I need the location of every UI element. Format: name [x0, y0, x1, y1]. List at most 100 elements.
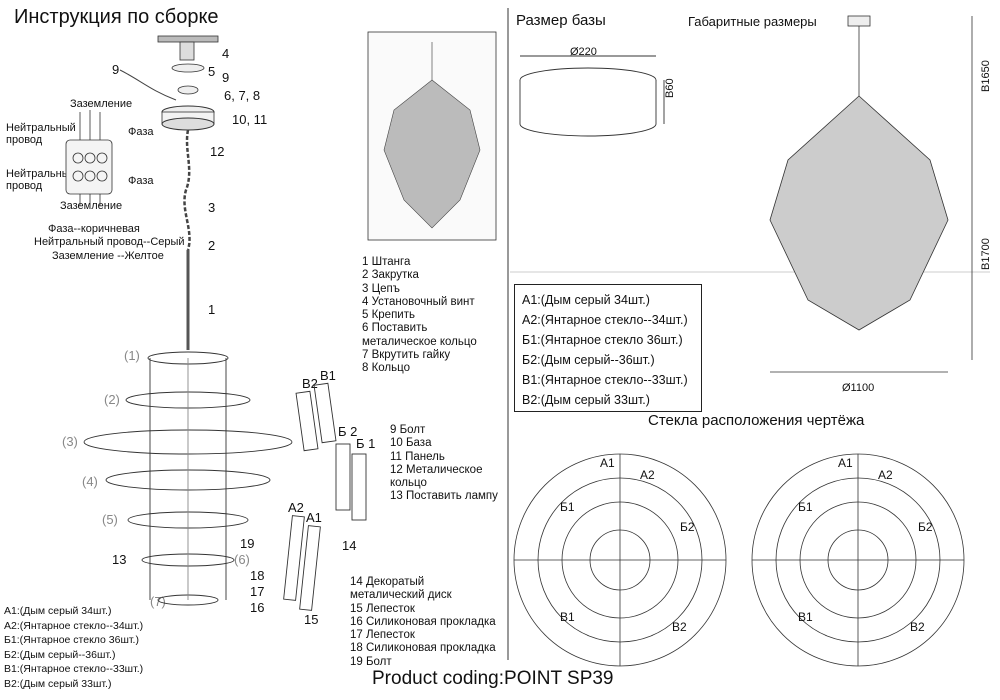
wiring-legend-ground: Заземление --Желтое: [52, 250, 164, 262]
parts-list-2: 9 Болт 10 База 11 Панель 12 Металическое…: [390, 424, 498, 504]
wiring-phase-2: Фаза: [128, 175, 154, 187]
parts-list-3: 14 Декоратый металический диск 15 Лепест…: [350, 576, 496, 669]
ring-label: Б1: [560, 500, 575, 514]
glass-item: Б2:(Дым серый--36шт.): [4, 648, 116, 661]
tier-1: (1): [124, 348, 140, 363]
ring-label: A2: [640, 468, 655, 482]
wiring-neutral-2: Нейтральный провод: [6, 168, 76, 192]
callout-10-11: 10, 11: [232, 112, 268, 127]
callout-9: 9: [112, 62, 120, 77]
ceiling-mount: [119, 35, 219, 350]
product-photo: [383, 42, 481, 229]
callout-B1: B1: [320, 368, 336, 383]
wiring-ground-top: Заземление: [70, 98, 133, 110]
glass-item: B2:(Дым серый 33шт.): [4, 677, 112, 690]
callout-2: 2: [208, 238, 216, 253]
overall-size-title: Габаритные размеры: [688, 14, 817, 29]
callout-6-7-8: 6, 7, 8: [224, 88, 261, 103]
ring-label: B1: [560, 610, 575, 624]
base-drawing: [519, 55, 665, 137]
overall-diameter-label: Ø1100: [842, 382, 875, 394]
parts-list-1: 1 Штанга 2 Закрутка 3 Цепъ 4 Установочны…: [362, 256, 477, 376]
callout-12: 12: [210, 144, 225, 159]
callout-9b: 9: [222, 70, 230, 85]
parts-item: металический диск: [350, 589, 452, 602]
glass-item: A1:(Дым серый 34шт.): [4, 605, 112, 617]
overall-drawing: [769, 15, 973, 373]
callout-15: 15: [304, 612, 319, 627]
tier-6: (6): [234, 552, 250, 567]
wiring-diagram: [65, 110, 113, 206]
glass-item: B2:(Дым серый 33шт.): [522, 393, 650, 407]
callout-B6-1: Б 1: [356, 436, 376, 451]
glass-item: B1:(Янтарное стекло--33шт.): [4, 663, 144, 675]
parts-item: 1 Штанга: [362, 256, 411, 268]
callout-B6-2: Б 2: [338, 424, 358, 439]
callout-16: 16: [250, 600, 265, 615]
base-size-title: Размер базы: [516, 12, 606, 29]
ring-label: B1: [798, 610, 813, 624]
ring-label: Б1: [798, 500, 813, 514]
wiring-legend-neutral: Нейтральный провод--Серый: [34, 236, 185, 248]
parts-item: 13 Поставить лампу: [390, 490, 498, 503]
callout-4: 4: [222, 46, 230, 61]
parts-item: 12 Металическое: [390, 463, 483, 476]
glass-list-box-items: A1:(Дым серый 34шт.) A2:(Янтарное стекло…: [522, 290, 688, 410]
parts-item: 5 Крепить: [362, 309, 415, 322]
glass-layout-diagram-left: [513, 453, 727, 667]
callout-A2: A2: [288, 500, 304, 515]
callout-14: 14: [342, 538, 357, 553]
wiring-phase-1: Фаза: [128, 126, 154, 138]
callout-13: 13: [112, 552, 127, 567]
tier-2: (2): [104, 392, 120, 407]
parts-item: 7 Вкрутить гайку: [362, 349, 451, 362]
tier-5: (5): [102, 512, 118, 527]
parts-item: 15 Лепесток: [350, 602, 415, 615]
chandelier-exploded: [83, 351, 367, 611]
wiring-neutral-1: Нейтральный провод: [6, 122, 76, 146]
callout-A1: A1: [306, 510, 322, 525]
page-title: Инструкция по сборке: [14, 6, 219, 28]
parts-item: 3 Цепъ: [362, 282, 400, 295]
tier-3: (3): [62, 434, 78, 449]
callout-17: 17: [250, 584, 265, 599]
callout-19: 19: [240, 536, 255, 551]
callout-1: 1: [208, 302, 216, 317]
parts-item: 4 Установочный винт: [362, 295, 475, 308]
ring-label: A2: [878, 468, 893, 482]
base-diameter-label: Ø220: [570, 46, 597, 58]
wiring-ground-bottom: Заземление: [60, 200, 123, 212]
parts-item: 18 Силиконовая прокладка: [350, 642, 496, 655]
parts-item: 16 Силиконовая прокладка: [350, 615, 496, 628]
parts-item: 9 Болт: [390, 424, 426, 436]
glass-item: B1:(Янтарное стекло--33шт.): [522, 373, 688, 387]
parts-item: 19 Болт: [350, 655, 392, 668]
parts-item: 8 Кольцо: [362, 362, 410, 375]
glass-item: A2:(Янтарное стекло--34шт.): [522, 313, 688, 327]
parts-item: 17 Лепесток: [350, 629, 415, 642]
glass-item: A1:(Дым серый 34шт.): [522, 293, 650, 307]
callout-18: 18: [250, 568, 265, 583]
parts-item: 2 Закрутка: [362, 269, 419, 282]
ring-label: Б2: [918, 520, 933, 534]
parts-item: 14 Декоратый: [350, 576, 425, 588]
parts-item: кольцо: [390, 477, 427, 490]
glass-item: Б2:(Дым серый--36шт.): [522, 353, 655, 367]
parts-item: 10 База: [390, 437, 432, 450]
parts-item: металическое кольцо: [362, 335, 477, 348]
glass-item: A2:(Янтарное стекло--34шт.): [4, 619, 144, 632]
glass-layout-title: Стекла расположения чертёжа: [648, 412, 865, 429]
ring-label: Б2: [680, 520, 695, 534]
ring-label: A1: [600, 456, 615, 470]
glass-layout-diagram-right: [751, 453, 965, 667]
ring-label: B2: [672, 620, 687, 634]
tier-4: (4): [82, 474, 98, 489]
parts-item: 6 Поставить: [362, 322, 428, 335]
wiring-legend-phase: Фаза--коричневая: [48, 223, 140, 235]
ring-label: B2: [910, 620, 925, 634]
parts-item: 11 Панель: [390, 450, 445, 463]
ring-label: A1: [838, 456, 853, 470]
glass-item: Б1:(Янтарное стекло 36шт.): [4, 634, 139, 646]
